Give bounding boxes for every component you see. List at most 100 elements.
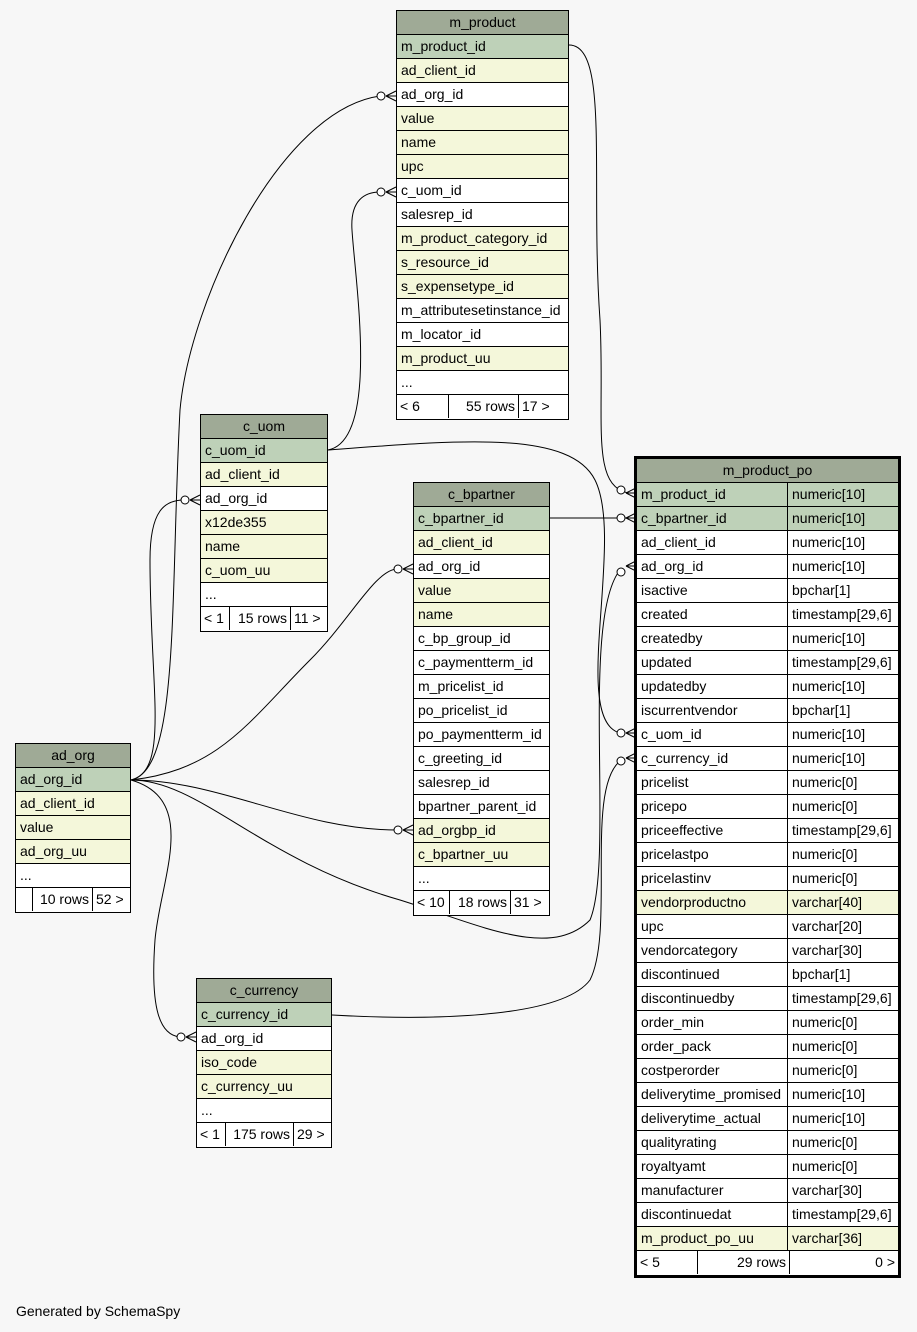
column-row[interactable]: name bbox=[201, 535, 327, 559]
parent-count-link[interactable]: < 5 bbox=[637, 1251, 698, 1274]
column-row[interactable]: c_bpartner_uu bbox=[414, 843, 549, 867]
child-count-link[interactable]: 31 > bbox=[514, 894, 542, 910]
column-row[interactable]: c_bpartner_id bbox=[414, 507, 549, 531]
column-row[interactable]: s_expensetype_id bbox=[397, 275, 568, 299]
column-row[interactable]: salesrep_id bbox=[414, 771, 549, 795]
column-row[interactable]: ad_client_id bbox=[201, 463, 327, 487]
child-count-link[interactable]: 52 > bbox=[96, 891, 124, 907]
column-row[interactable]: ad_client_id bbox=[397, 59, 568, 83]
column-row[interactable]: c_uom_uu bbox=[201, 559, 327, 583]
column-row[interactable]: upc bbox=[397, 155, 568, 179]
column-row[interactable]: m_product_uu bbox=[397, 347, 568, 371]
child-count-link[interactable]: 0 > bbox=[875, 1254, 895, 1270]
column-row[interactable]: ad_client_id bbox=[16, 792, 130, 816]
parent-count-link[interactable]: < 6 bbox=[397, 395, 449, 418]
column-row[interactable]: name bbox=[397, 131, 568, 155]
column-row[interactable]: ad_org_id bbox=[16, 768, 130, 792]
column-row[interactable]: ad_org_uu bbox=[16, 840, 130, 864]
column-row[interactable]: ad_org_id bbox=[397, 83, 568, 107]
column-row[interactable]: name bbox=[414, 603, 549, 627]
column-row[interactable]: ... bbox=[201, 583, 327, 607]
column-row[interactable]: bpartner_parent_id bbox=[414, 795, 549, 819]
column-row[interactable]: ad_org_id bbox=[201, 487, 327, 511]
column-row[interactable]: salesrep_id bbox=[397, 203, 568, 227]
column-name: manufacturer bbox=[637, 1179, 788, 1202]
column-row[interactable]: ad_orgbp_id bbox=[414, 819, 549, 843]
parent-count-link[interactable]: < 1 bbox=[197, 1123, 226, 1146]
column-row[interactable]: value bbox=[397, 107, 568, 131]
column-name: isactive bbox=[637, 579, 788, 602]
column-row[interactable]: ... bbox=[397, 371, 568, 395]
column-row[interactable]: ad_org_id bbox=[197, 1027, 331, 1051]
column-row[interactable]: s_resource_id bbox=[397, 251, 568, 275]
column-row[interactable]: ad_client_id bbox=[414, 531, 549, 555]
column-row[interactable]: po_paymentterm_id bbox=[414, 723, 549, 747]
column-row[interactable]: c_greeting_id bbox=[414, 747, 549, 771]
column-row[interactable]: ... bbox=[197, 1099, 331, 1123]
column-row[interactable]: ad_org_id bbox=[414, 555, 549, 579]
column-row[interactable]: m_locator_id bbox=[397, 323, 568, 347]
column-row[interactable]: m_product_id bbox=[397, 35, 568, 59]
column-row[interactable]: c_currency_id bbox=[197, 1003, 331, 1027]
parent-count-link[interactable]: < 1 bbox=[201, 607, 230, 630]
column-row[interactable]: m_product_category_id bbox=[397, 227, 568, 251]
column-row[interactable]: m_pricelist_id bbox=[414, 675, 549, 699]
column-row[interactable]: iso_code bbox=[197, 1051, 331, 1075]
parent-count-link[interactable] bbox=[16, 888, 33, 911]
column-row[interactable]: c_currency_uu bbox=[197, 1075, 331, 1099]
column-row[interactable]: ... bbox=[16, 864, 130, 888]
column-row[interactable]: x12de355 bbox=[201, 511, 327, 535]
column-row[interactable]: c_uom_id bbox=[397, 179, 568, 203]
column-row[interactable]: c_uom_id bbox=[201, 439, 327, 463]
column-row[interactable]: m_attributesetinstance_id bbox=[397, 299, 568, 323]
column-row[interactable]: po_pricelist_id bbox=[414, 699, 549, 723]
column-row[interactable]: c_paymentterm_id bbox=[414, 651, 549, 675]
column-row[interactable]: ... bbox=[414, 867, 549, 891]
child-count-link[interactable]: 11 > bbox=[294, 610, 321, 626]
child-count-link[interactable]: 17 > bbox=[522, 398, 550, 414]
column-row[interactable]: value bbox=[16, 816, 130, 840]
column-row[interactable]: value bbox=[414, 579, 549, 603]
child-count-link[interactable]: 29 > bbox=[297, 1126, 325, 1142]
column-row[interactable]: c_bp_group_id bbox=[414, 627, 549, 651]
parent-count-link[interactable]: < 10 bbox=[414, 891, 450, 914]
